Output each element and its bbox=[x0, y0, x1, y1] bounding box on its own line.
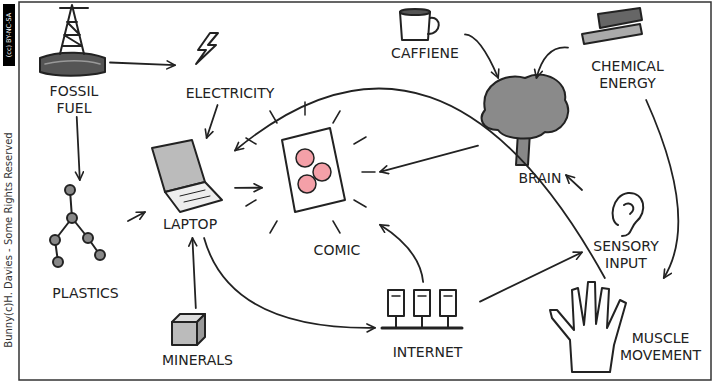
node-label: ELECTRICITY bbox=[175, 85, 285, 102]
frame-border bbox=[19, 2, 711, 380]
burst-lines bbox=[246, 102, 375, 233]
laptop-keys bbox=[180, 190, 210, 202]
flow-arrow bbox=[207, 105, 218, 138]
node-label: BRAIN bbox=[514, 170, 566, 187]
hand-symbol bbox=[550, 282, 626, 372]
molecule-atom bbox=[67, 213, 77, 223]
mug-handle bbox=[428, 18, 439, 34]
network-bus bbox=[382, 327, 462, 330]
flow-arrow bbox=[77, 117, 80, 180]
flow-arrow bbox=[380, 146, 478, 172]
flow-arrow bbox=[536, 47, 568, 78]
comic-blob bbox=[298, 175, 316, 193]
molecule-bonds bbox=[55, 190, 100, 262]
license-badge: (cc) BY-NC-SA bbox=[3, 4, 15, 66]
credit-note: Bunny(c)H. Davies - Some Rights Reserved bbox=[2, 110, 16, 370]
oil-layer bbox=[45, 61, 100, 64]
comic-blob bbox=[296, 149, 314, 167]
molecule-atom bbox=[50, 235, 60, 245]
concept-node: MINERALS bbox=[150, 308, 245, 378]
concept-node: ELECTRICITY bbox=[175, 30, 285, 105]
concept-node: CAFFIENE bbox=[385, 3, 465, 63]
flow-arrow bbox=[646, 100, 678, 278]
comic-page bbox=[282, 128, 345, 212]
laptop-base bbox=[165, 182, 222, 212]
node-label: SENSORY INPUT bbox=[582, 238, 670, 272]
flow-arrow bbox=[380, 225, 423, 282]
concept-node: MUSCLE MOVEMENT bbox=[555, 278, 710, 378]
flow-arrow bbox=[128, 212, 145, 221]
flow-arrow bbox=[192, 238, 195, 308]
molecule-atom bbox=[65, 185, 75, 195]
flow-arrow bbox=[566, 175, 582, 190]
brain-shape bbox=[482, 75, 569, 139]
molecule-atom bbox=[53, 257, 63, 267]
comic-blob bbox=[313, 163, 331, 181]
node-label: MUSCLE MOVEMENT bbox=[613, 330, 708, 364]
node-label: FOSSIL FUEL bbox=[38, 83, 110, 117]
concept-node: CHEMICAL ENERGY bbox=[568, 8, 683, 100]
server-link bbox=[396, 316, 448, 328]
concept-node: LAPTOP bbox=[145, 138, 235, 238]
flow-arrow bbox=[235, 187, 262, 189]
mineral-cube bbox=[172, 322, 197, 345]
server-rack bbox=[414, 290, 430, 316]
mineral-cube bbox=[197, 314, 205, 345]
oil-rig bbox=[60, 5, 88, 54]
node-label: INTERNET bbox=[385, 344, 470, 361]
concept-node: SENSORY INPUT bbox=[582, 190, 670, 272]
mug-top bbox=[400, 9, 430, 15]
concept-node: FOSSIL FUEL bbox=[38, 5, 110, 117]
node-label: PLASTICS bbox=[43, 285, 128, 302]
node-label: CHEMICAL ENERGY bbox=[580, 58, 675, 92]
node-label: MINERALS bbox=[150, 352, 245, 369]
coffee-mug bbox=[400, 12, 430, 40]
server-rack bbox=[388, 290, 404, 316]
concept-node: INTERNET bbox=[375, 282, 480, 372]
flow-arrow bbox=[235, 88, 605, 278]
server-rack bbox=[440, 290, 456, 316]
concept-node: BRAIN bbox=[478, 78, 566, 190]
server-slot bbox=[392, 295, 452, 297]
flow-arrow bbox=[465, 34, 498, 78]
molecule-atom bbox=[95, 250, 105, 260]
node-label: CAFFIENE bbox=[385, 45, 465, 62]
flow-arrow bbox=[204, 238, 375, 328]
ear-symbol bbox=[613, 193, 644, 236]
flow-arrow bbox=[480, 252, 582, 301]
node-label: LAPTOP bbox=[150, 216, 230, 233]
energy-wedge bbox=[582, 24, 642, 44]
oil-ground bbox=[40, 53, 105, 76]
concept-node: COMIC bbox=[262, 110, 380, 265]
concept-node: PLASTICS bbox=[38, 180, 128, 310]
flow-arrow bbox=[110, 63, 175, 66]
node-label: COMIC bbox=[302, 242, 372, 259]
molecule-atom bbox=[83, 233, 93, 243]
lightning-symbol bbox=[196, 33, 218, 64]
